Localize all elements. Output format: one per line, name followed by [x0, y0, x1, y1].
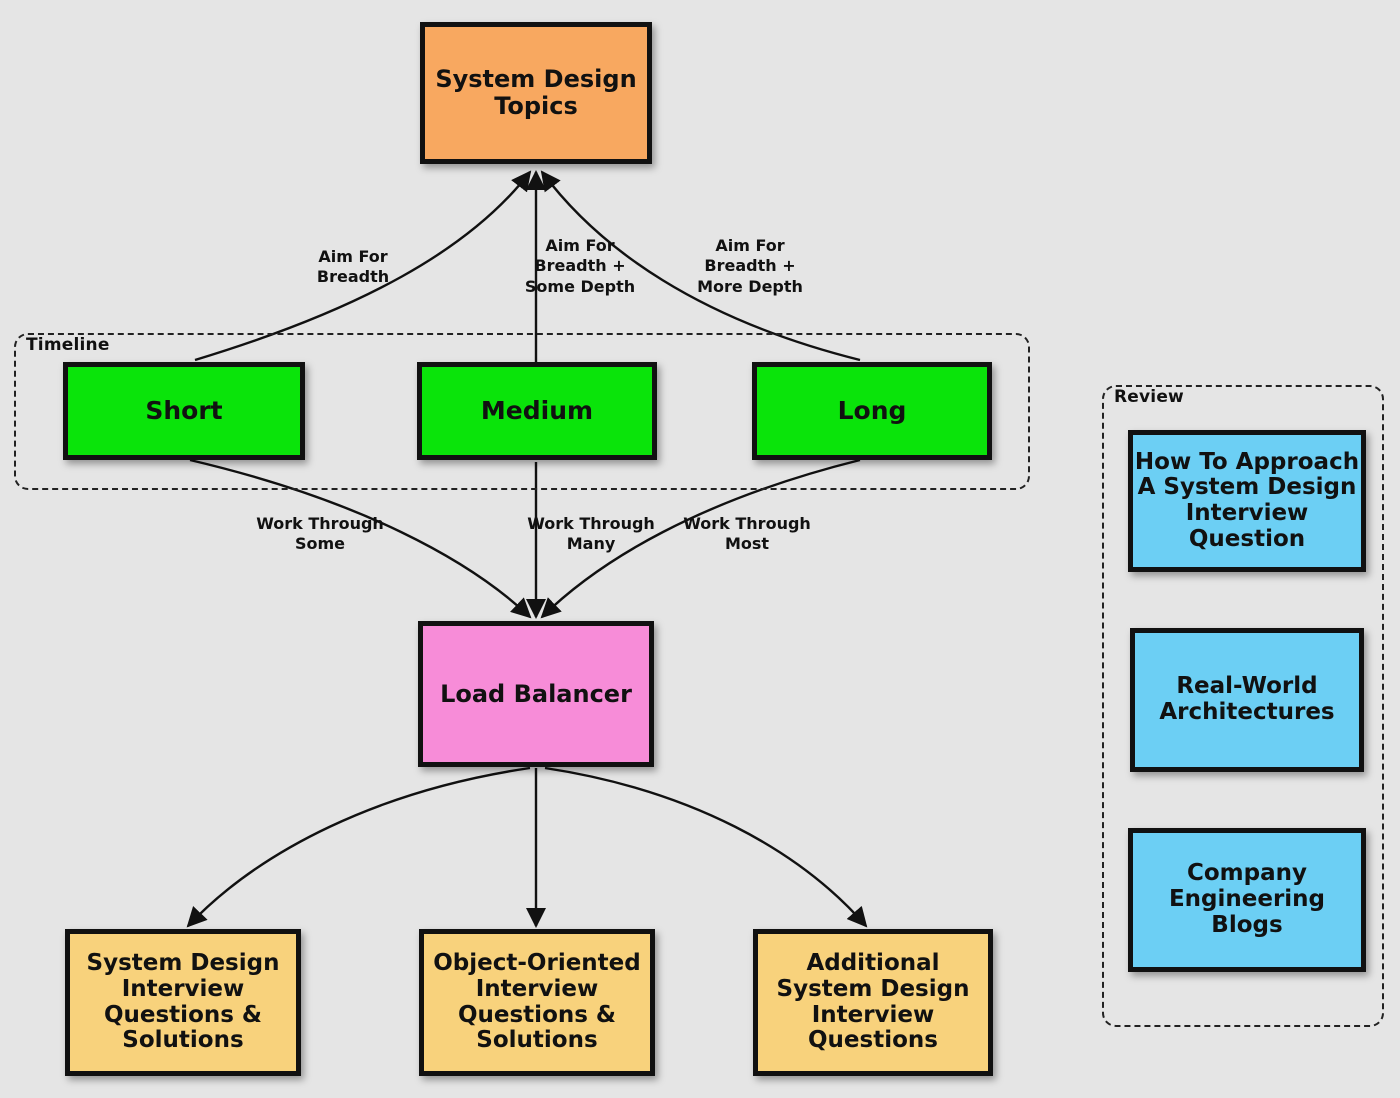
timeline-long-node[interactable]: Long: [752, 362, 992, 460]
timeline-short-label: Short: [145, 396, 223, 425]
timeline-medium-label: Medium: [480, 396, 594, 425]
sdiq-solutions-label: System Design Interview Questions & Solu…: [86, 950, 280, 1054]
timeline-short-node[interactable]: Short: [63, 362, 305, 460]
edge-short-to-lb: [189, 458, 532, 619]
approach-question-label: How To Approach A System Design Intervie…: [1134, 448, 1360, 552]
edge-lb-to-sdiq: [186, 766, 531, 928]
ooiq-solutions-label: Object-Oriented Interview Questions & So…: [433, 950, 641, 1054]
timeline-group-label: Timeline: [26, 335, 110, 355]
timeline-medium-node[interactable]: Medium: [417, 362, 657, 460]
edge-short-to-topics: [194, 170, 532, 362]
real-world-architectures-label: Real-World Architectures: [1159, 673, 1335, 725]
engineering-blogs-label: Company Engineering Blogs: [1168, 860, 1326, 938]
edge-label-medium-to-topics: Aim For Breadth + Some Depth: [524, 236, 636, 296]
sdiq-solutions-node[interactable]: System Design Interview Questions & Solu…: [65, 929, 301, 1076]
review-group: Review: [1102, 385, 1384, 1027]
load-balancer-label: Load Balancer: [440, 679, 632, 708]
ooiq-solutions-node[interactable]: Object-Oriented Interview Questions & So…: [419, 929, 655, 1076]
system-design-topics-node[interactable]: System Design Topics: [420, 22, 652, 164]
engineering-blogs-node[interactable]: Company Engineering Blogs: [1128, 828, 1366, 972]
timeline-long-label: Long: [837, 396, 907, 425]
edge-label-medium-to-lb: Work Through Many: [527, 514, 655, 554]
edge-label-short-to-lb: Work Through Some: [256, 514, 384, 554]
system-design-topics-label: System Design Topics: [435, 65, 637, 120]
edge-label-short-to-topics: Aim For Breadth: [316, 247, 390, 287]
edge-lb-to-additional: [544, 766, 868, 928]
edge-label-long-to-topics: Aim For Breadth + More Depth: [697, 236, 803, 296]
edge-long-to-topics: [540, 170, 861, 362]
load-balancer-node[interactable]: Load Balancer: [418, 621, 654, 767]
additional-questions-node[interactable]: Additional System Design Interview Quest…: [753, 929, 993, 1076]
timeline-group: Timeline: [14, 333, 1030, 490]
review-group-label: Review: [1114, 387, 1184, 407]
edge-label-long-to-lb: Work Through Most: [683, 514, 811, 554]
approach-question-node[interactable]: How To Approach A System Design Intervie…: [1128, 430, 1366, 572]
real-world-architectures-node[interactable]: Real-World Architectures: [1130, 628, 1364, 772]
edge-long-to-lb: [540, 458, 861, 619]
additional-questions-label: Additional System Design Interview Quest…: [776, 950, 970, 1054]
